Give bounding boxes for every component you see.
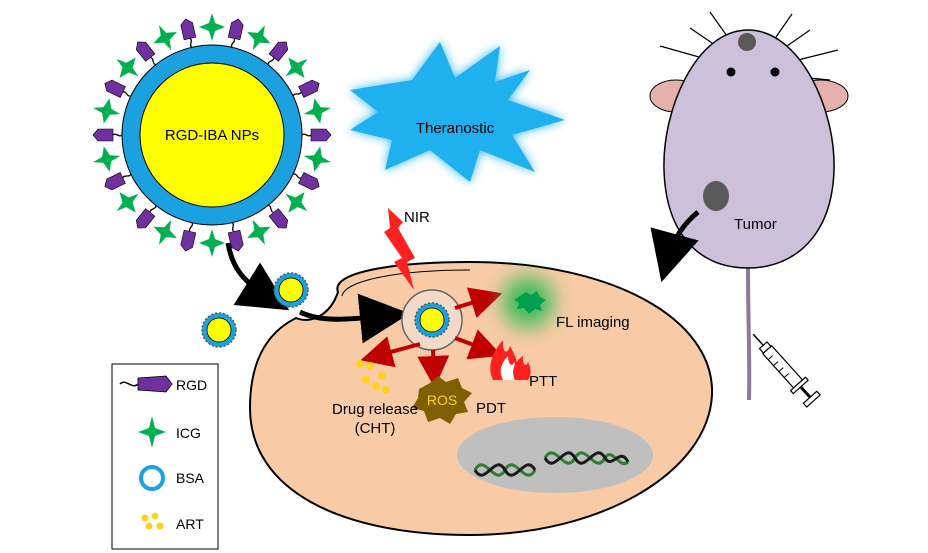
icg-ligand — [247, 25, 271, 51]
bsa-ring-icon — [139, 465, 165, 491]
rgd-ligand — [180, 222, 197, 252]
icg-ligand — [93, 98, 121, 124]
rgd-ligand — [292, 172, 320, 191]
art-dots-icon — [141, 512, 164, 530]
icg-ligand — [303, 146, 331, 172]
pdt-label: PDT — [476, 400, 506, 417]
icg-ligand — [199, 13, 225, 41]
legend-label-rgd: RGD — [176, 377, 207, 393]
tumor-label: Tumor — [734, 216, 777, 233]
syringe-icon — [752, 333, 821, 408]
legend-box — [111, 363, 219, 550]
membrane-inner-line — [341, 269, 471, 297]
cell-membrane — [248, 260, 714, 537]
icg-star-icon — [138, 416, 166, 448]
icg-ligand — [247, 219, 271, 245]
ptt-label: PTT — [529, 373, 557, 390]
rgd-peptide-icon — [119, 375, 173, 393]
fl-imaging-label: FL imaging — [556, 314, 630, 331]
rgd-ligand — [301, 128, 332, 142]
rgd-ligand — [104, 172, 132, 191]
rgd-ligand — [180, 18, 197, 48]
icg-ligand — [285, 57, 308, 78]
ros-burst-icon — [412, 376, 472, 424]
rgd-ligand — [267, 41, 289, 65]
fl-imaging-icon — [514, 291, 546, 314]
icg-ligand — [153, 25, 177, 51]
rgd-ligand — [227, 222, 244, 252]
dna-helix-icon — [473, 451, 630, 477]
legend-label-art: ART — [176, 516, 204, 532]
legend-label-bsa: BSA — [176, 470, 205, 486]
nanoparticle-core — [139, 62, 285, 208]
nir-lightning-icon — [384, 208, 415, 290]
nir-label: NIR — [404, 209, 430, 226]
icg-ligand — [285, 192, 308, 213]
rgd-ligand — [92, 128, 123, 142]
entry-arrow — [298, 293, 410, 344]
small-nanoparticle-2 — [201, 312, 237, 348]
effect-arrows — [360, 287, 503, 388]
ros-label: ROS — [427, 392, 457, 408]
rgd-ligand — [267, 204, 289, 229]
rgd-ligand — [227, 18, 244, 48]
np-core-label: RGD-IBA NPs — [165, 127, 259, 144]
rgd-ligand — [292, 79, 320, 98]
uptake-arrow — [225, 242, 290, 311]
legend-label-icg: ICG — [176, 425, 201, 441]
rgd-ligand — [104, 79, 132, 98]
fire-icon — [490, 340, 531, 380]
theranostic-label: Theranostic — [416, 120, 495, 137]
icg-ligand — [116, 57, 139, 78]
theranostic-burst — [350, 42, 565, 182]
injection-arrow — [650, 210, 700, 283]
drug-release-dots — [356, 360, 390, 394]
nanoparticle-surface-ligands — [92, 13, 332, 257]
drug-release-label: Drug release — [332, 401, 418, 418]
icg-ligand — [93, 146, 121, 172]
drug-release-subscript-label: (CHT) — [355, 420, 396, 437]
mouse-illustration — [649, 11, 849, 401]
icg-ligand — [199, 229, 225, 257]
icg-ligand — [116, 192, 139, 213]
rgd-ligand — [135, 41, 157, 66]
icg-ligand — [303, 98, 331, 124]
rgd-ligand — [135, 205, 157, 229]
icg-ligand — [153, 219, 177, 245]
tumor — [703, 181, 729, 211]
small-nanoparticle-1 — [273, 272, 309, 308]
